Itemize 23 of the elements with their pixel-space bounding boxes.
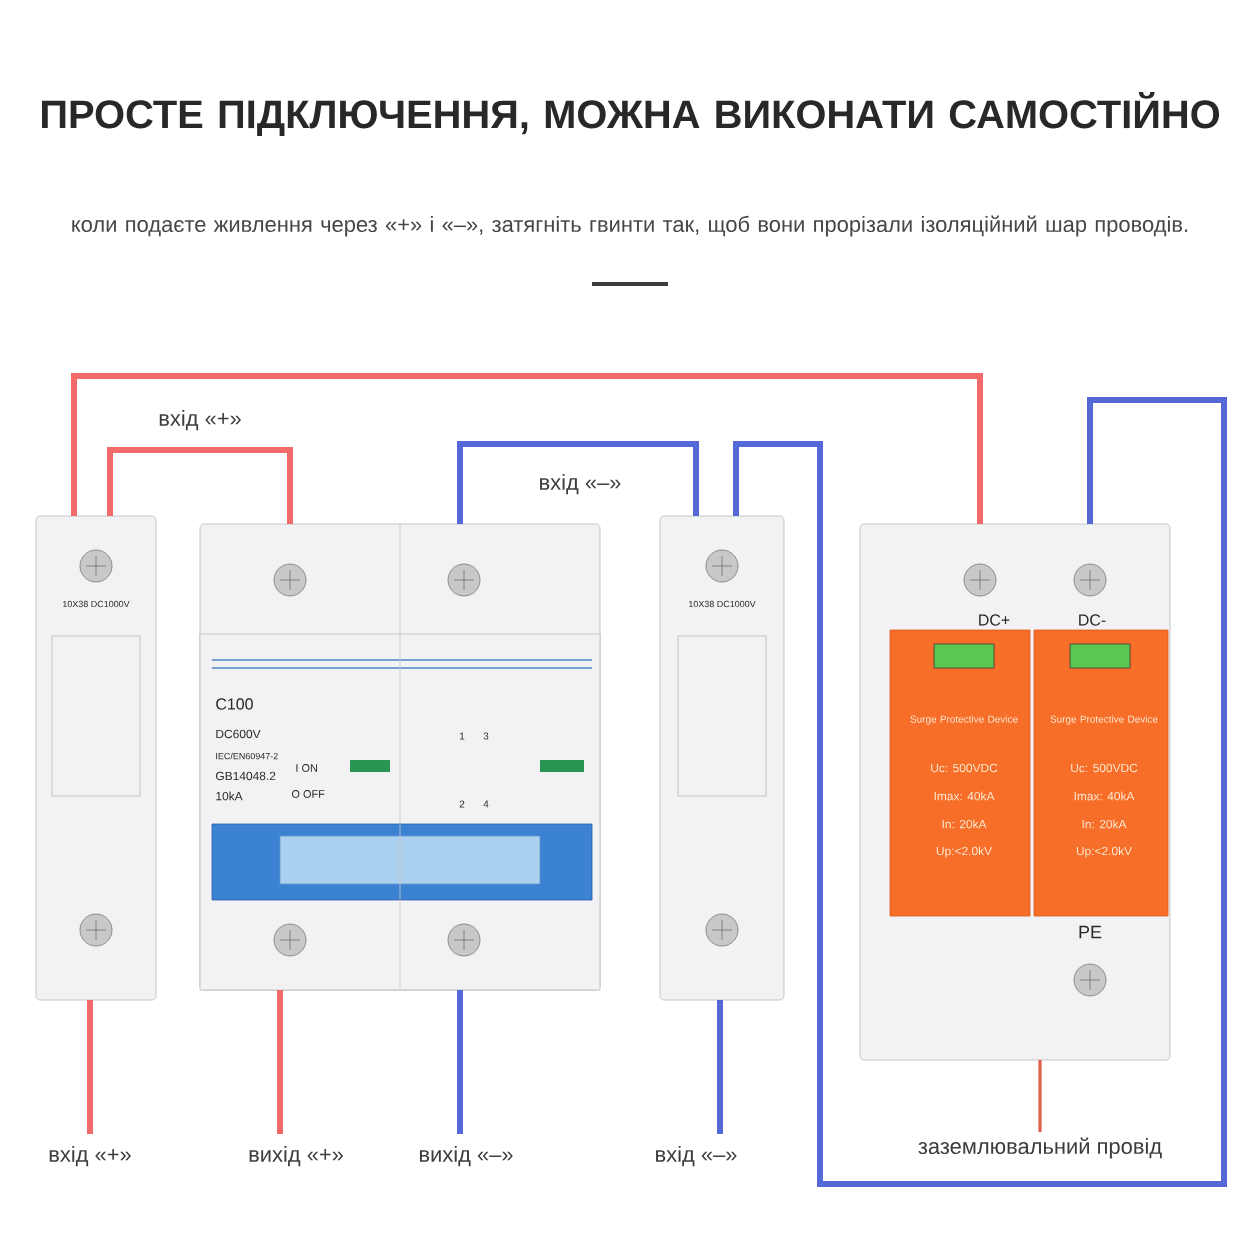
edge-label: вхід «+» (159, 409, 241, 431)
wire (277, 990, 283, 1134)
wire-label: вхід «–» (656, 1145, 737, 1167)
wire-label: вхід «+» (49, 1145, 131, 1167)
edge-label: вхід «–» (540, 473, 621, 495)
wire (1038, 1060, 1042, 1132)
wire (717, 1000, 723, 1134)
fuse-holder-drawing (35, 515, 157, 1001)
subtitle: коли подаєте живлення через «+» і «–», затягніть гвинти так, щоб вони прорізали ізоляційний шар проводів. (72, 215, 1188, 237)
title: ПРОСТЕ ПІДКЛЮЧЕННЯ, МОЖНА ВИКОНАТИ САМОСТІЙНО (42, 92, 1219, 136)
device-label: PE (1079, 925, 1102, 939)
wire (71, 373, 983, 524)
wire (87, 1000, 93, 1134)
wire (457, 990, 463, 1134)
wire (457, 441, 699, 524)
circuit-breaker-drawing (199, 523, 601, 991)
wire (107, 447, 293, 524)
fuse-holder-drawing (659, 515, 785, 1001)
wire-label: вихід «+» (249, 1145, 343, 1167)
surge-protector-drawing (859, 523, 1171, 1061)
wire (733, 397, 1227, 1187)
wire-label: заземлювальний провід (918, 1137, 1162, 1159)
wire-label: вихід «–» (419, 1145, 513, 1167)
